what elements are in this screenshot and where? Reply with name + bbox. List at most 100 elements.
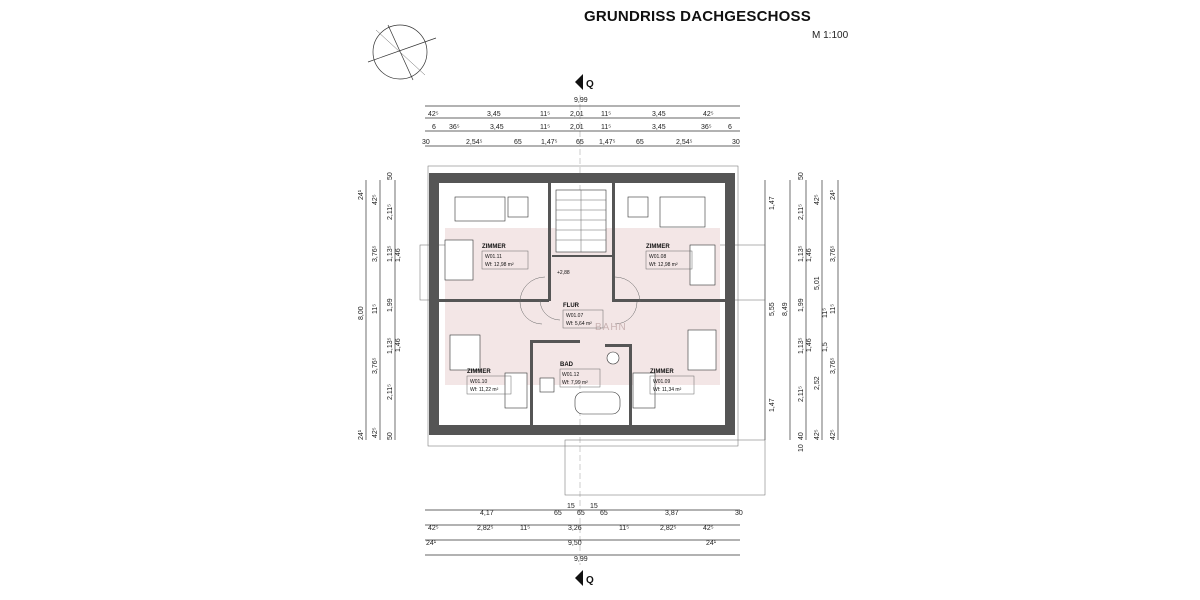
room-area: Wf: 5,64 m² [566, 321, 592, 327]
bottom-dimension-chain: 4,17 65 15 65 15 65 3,87 30 42⁵ 2,82⁵ 11… [425, 503, 743, 563]
dim-top-r2-2: 3,45 [490, 124, 504, 131]
dim-top-r1-1: 3,45 [487, 111, 501, 118]
dim-top-r3-1: 2,54⁵ [466, 139, 483, 146]
dim-left-inner-2: 1,13⁵ [387, 245, 394, 262]
staircase [555, 189, 607, 253]
dim-right-total: 8,49 [782, 302, 789, 316]
dim-top-r2-6: 3,45 [652, 124, 666, 131]
dim-left-inner-6: 1,13⁵ [387, 337, 394, 354]
dim-bot-r1-7: 30 [735, 510, 743, 517]
dim-left-inner-0: 50 [387, 172, 394, 180]
dim-bot-r1-2: 15 [567, 503, 575, 510]
dim-top-r2-4: 2,01 [570, 124, 584, 131]
dim-right-inner-3: 3,76⁵ [830, 357, 837, 374]
room-area: Wf: 12,98 m² [649, 262, 678, 268]
headroom-zone-bottom [445, 300, 720, 385]
room-name: BAD [560, 362, 574, 368]
dim-top-r3-7: 2,54⁵ [676, 139, 693, 146]
dim-left-inner-5: 1,46 [395, 338, 402, 352]
dim-right-extra-1: 1,5 [822, 342, 829, 352]
dim-right-inner-0: 24¹ [830, 189, 837, 200]
dim-left-inner-7: 2,11⁵ [387, 384, 394, 400]
room-code: W01.09 [653, 379, 670, 385]
dim-right-flat-1: 5,55 [769, 302, 776, 316]
dim-top-r2-7: 36⁵ [701, 124, 712, 131]
dim-left-outer-1: 8,00 [358, 306, 365, 320]
room-area: Wf: 11,34 m² [653, 387, 682, 393]
lower-outline [564, 439, 766, 496]
dim-left-inner-1: 2,11⁵ [387, 204, 394, 220]
dim-right-outer-4: 1,99 [798, 298, 805, 312]
dim-top-r3-3: 1,47⁵ [541, 139, 558, 146]
dim-bot-r3-0: 24¹ [426, 540, 437, 547]
dim-left-inner-3: 1,46 [395, 248, 402, 262]
dim-bot-r1-0: 4,17 [480, 510, 494, 517]
room-label-zimmer-w0110: ZIMMER W01.10 Wf: 11,22 m² [466, 369, 512, 395]
dim-left-outer-0: 24¹ [358, 189, 365, 200]
dim-top-r3-4: 65 [576, 139, 584, 146]
dim-bot-r2-1: 2,82⁵ [477, 525, 494, 532]
roof-outline [427, 165, 739, 447]
dim-top-r3-5: 1,47⁵ [599, 139, 616, 146]
dim-left-mid-3: 3,76⁵ [372, 357, 379, 374]
dim-right-inner-4: 42⁵ [830, 429, 837, 440]
dim-left-mid-2: 11⁵ [372, 304, 379, 314]
dim-bot-r2-5: 2,82⁵ [660, 525, 677, 532]
dim-top-r1-2: 11⁵ [540, 111, 550, 118]
dim-top-r3-6: 65 [636, 139, 644, 146]
dim-top-r1-5: 3,45 [652, 111, 666, 118]
dim-top-r2-3: 11⁵ [540, 124, 550, 131]
dim-bot-r3-1: 9,50 [568, 540, 582, 547]
dim-top-r1-0: 42⁵ [428, 111, 439, 118]
dim-bot-r1-5: 65 [600, 510, 608, 517]
dim-top-r3-0: 30 [422, 139, 430, 146]
right-dimension-chain: 1,47 5,55 1,47 50 2,11⁵ 1,13⁵ 1,46 1,99 … [764, 172, 839, 452]
dim-bot-r2-4: 11⁵ [619, 525, 629, 532]
room-area: Wf: 12,98 m² [485, 262, 514, 268]
watermark: BAHN [595, 322, 627, 333]
dim-top-r1-6: 42⁵ [703, 111, 714, 118]
interior-walls [439, 183, 725, 425]
section-marker-bottom-label: Q [586, 575, 594, 586]
furniture [444, 196, 717, 415]
dim-right-outer-9: 10 [798, 444, 805, 452]
dim-left-inner-8: 50 [387, 432, 394, 440]
room-name: FLUR [563, 303, 580, 309]
dim-bot-r1-3: 65 [577, 510, 585, 517]
room-name: ZIMMER [646, 244, 670, 250]
room-code: W01.07 [566, 313, 583, 319]
top-dimension-chain: 9,99 42⁵ 3,45 11⁵ 2,01 11⁵ 3,45 42⁵ 6 36… [422, 97, 740, 147]
dim-right-outer-3: 1,46 [806, 248, 813, 262]
dim-right-extra-0: 11⁵ [822, 308, 829, 318]
dim-bot-r2-0: 42⁵ [428, 525, 439, 532]
dim-bot-r2-2: 11⁵ [520, 525, 530, 532]
dim-top-r2-8: 6 [728, 124, 732, 131]
dim-right-outer-8: 40 [798, 432, 805, 440]
dim-right-inner-2: 11⁵ [830, 304, 837, 314]
room-label-zimmer-w0109: ZIMMER W01.09 Wf: 11,34 m² [649, 369, 695, 395]
dim-right-mid-3: 42⁵ [814, 429, 821, 440]
dim-right-outer-1: 2,11⁵ [798, 204, 805, 220]
dim-right-outer-7: 2,11⁵ [798, 386, 805, 402]
dim-top-r2-5: 11⁵ [601, 124, 611, 131]
dim-bot-r2-3: 3,26 [568, 525, 582, 532]
dim-right-mid-2: 2,52 [814, 376, 821, 390]
dim-top-r2-0: 6 [432, 124, 436, 131]
dim-left-inner-4: 1,99 [387, 298, 394, 312]
section-marker-top-label: Q [586, 79, 594, 90]
room-name: ZIMMER [467, 369, 491, 375]
room-label-flur-w0107: FLUR W01.07 Wf: 5,64 m² [562, 303, 604, 329]
room-area: Wf: 7,99 m² [562, 380, 588, 386]
section-marker-top: Q [575, 74, 594, 90]
dim-right-outer-5: 1,46 [806, 338, 813, 352]
dim-right-inner-1: 3,76⁵ [830, 245, 837, 262]
dim-left-mid-1: 3,76⁵ [372, 245, 379, 262]
dim-bot-r1-4: 15 [590, 503, 598, 510]
dim-bot-r2-6: 42⁵ [703, 525, 714, 532]
scale-label: M 1:100 [812, 30, 849, 41]
dim-top-overall: 9,99 [574, 97, 588, 104]
dim-left-mid-0: 42⁵ [372, 194, 379, 205]
dim-top-r3-8: 30 [732, 139, 740, 146]
dim-right-flat-2: 1,47 [769, 398, 776, 412]
